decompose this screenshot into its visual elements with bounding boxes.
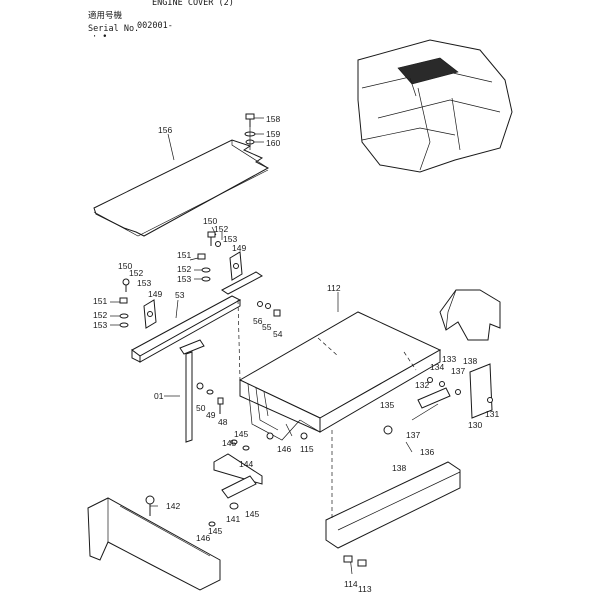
callout-150-left: 150: [118, 261, 132, 271]
callout-145-low: 145: [208, 526, 222, 536]
callout-50: 50: [196, 403, 206, 413]
callout-145-right: 145: [245, 509, 259, 519]
lower-frame-left: [87, 475, 257, 591]
callout-153-upper: 153: [223, 234, 237, 244]
callout-153-low: 153: [93, 320, 107, 330]
callout-115: 115: [300, 444, 314, 454]
callout-138-upper: 138: [463, 356, 477, 366]
callout-54: 54: [273, 329, 283, 339]
callout-48: 48: [218, 417, 228, 427]
callout-134: 134: [430, 362, 444, 372]
header-serial-value: 002001-: [137, 21, 173, 31]
hinge-149-left: [143, 299, 157, 329]
callout-152-mid: 152: [177, 264, 191, 274]
callout-149-left: 149: [148, 289, 162, 299]
callout-152-low: 152: [93, 310, 107, 320]
engine-cover-panel-112: [238, 311, 442, 441]
hinge-149-right: [229, 251, 243, 281]
callout-149-upper: 149: [232, 243, 246, 253]
header-serial-label: Serial No.: [88, 24, 139, 34]
header-title: ENGINE COVER (2): [152, 0, 234, 8]
cover-plate-156: [93, 139, 270, 237]
callout-113: 113: [358, 584, 372, 594]
lower-frame-right: [325, 430, 461, 567]
callout-146-low: 146: [196, 533, 210, 543]
reference-machine-inset: [357, 39, 513, 173]
callout-136: 136: [420, 447, 434, 457]
callout-151-upper: 151: [177, 250, 191, 260]
callout-145-a: 145: [234, 429, 248, 439]
callout-133: 133: [442, 354, 456, 364]
callout-159: 159: [266, 129, 280, 139]
callout-153-left: 153: [137, 278, 151, 288]
callout-55: 55: [262, 322, 272, 332]
callout-01: 01: [154, 391, 164, 401]
callout-135: 135: [380, 400, 394, 410]
callout-144: 144: [239, 459, 253, 469]
callout-156: 156: [158, 125, 172, 135]
callout-138-lower: 138: [392, 463, 406, 473]
callout-145-b: 145: [222, 438, 236, 448]
callout-114: 114: [344, 579, 358, 589]
callout-53: 53: [175, 290, 185, 300]
callout-150-upper: 150: [203, 216, 217, 226]
hinge-rail-53: [131, 271, 263, 381]
callout-56: 56: [253, 316, 263, 326]
rod-144: [213, 423, 308, 485]
header-applicable-label: 適用号機: [88, 10, 123, 21]
callout-151-left: 151: [93, 296, 107, 306]
callout-146: 146: [277, 444, 291, 454]
callout-137-upper: 137: [451, 366, 465, 376]
fasteners-left: [119, 231, 281, 328]
callout-141: 141: [226, 514, 240, 524]
callout-160: 160: [266, 138, 280, 148]
callout-112: 112: [327, 283, 341, 293]
callout-132: 132: [415, 380, 429, 390]
callout-130: 130: [468, 420, 482, 430]
stay-01: [179, 339, 224, 443]
header-marks: · •: [92, 32, 107, 42]
callout-137-lower: 137: [406, 430, 420, 440]
callout-labels: 158 159 160 156 150 152 153 149 151 152 …: [93, 114, 499, 594]
callout-142: 142: [166, 501, 180, 511]
callout-49: 49: [206, 410, 216, 420]
callout-152-upper: 152: [214, 224, 228, 234]
callout-153-mid: 153: [177, 274, 191, 284]
callout-158: 158: [266, 114, 280, 124]
callout-152-left: 152: [129, 268, 143, 278]
right-bracket-assembly: [383, 289, 501, 453]
callout-131: 131: [485, 409, 499, 419]
